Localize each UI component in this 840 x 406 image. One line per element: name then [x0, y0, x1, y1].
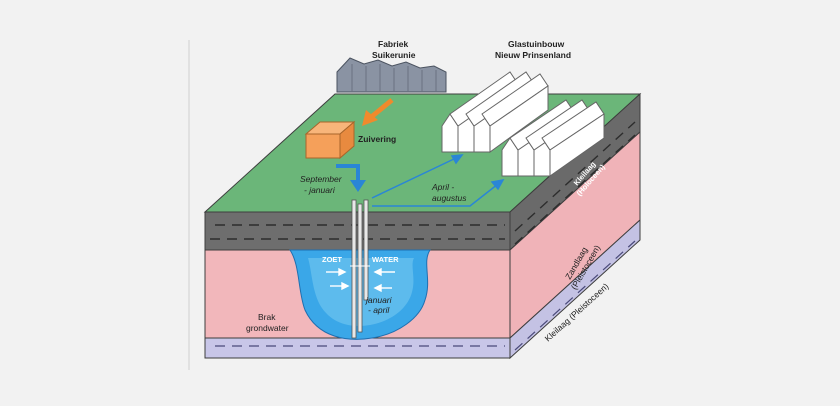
water-label: WATER	[372, 255, 399, 264]
svg-text:grondwater: grondwater	[246, 323, 289, 333]
january-label: januari - april	[365, 295, 393, 315]
front-clay-holocene	[204, 211, 511, 251]
lower-clay-dash-lines	[215, 240, 636, 351]
svg-text:Glastuinbouw: Glastuinbouw	[508, 39, 565, 49]
blue-up-arrows	[371, 154, 505, 207]
svg-text:- april: - april	[368, 305, 390, 315]
treatment-plant	[304, 120, 356, 160]
flow-arrows-white	[326, 267, 395, 293]
svg-text:April -: April -	[431, 182, 454, 192]
svg-text:Fabriek: Fabriek	[378, 39, 409, 49]
greenhouse-2	[501, 99, 605, 177]
treatment-label: Zuivering	[358, 134, 396, 144]
svg-text:augustus: augustus	[432, 193, 467, 203]
brackish-label: Brak grondwater	[246, 312, 289, 333]
front-clay-pleistocene	[204, 337, 511, 359]
blue-down-arrow	[336, 164, 366, 192]
april-label: April - augustus	[431, 182, 467, 203]
svg-text:Suikerunie: Suikerunie	[372, 50, 416, 60]
svg-text:Brak: Brak	[258, 312, 276, 322]
svg-text:Nieuw Prinsenland: Nieuw Prinsenland	[495, 50, 571, 60]
september-label: September - januari	[300, 174, 343, 195]
svg-text:januari: januari	[365, 295, 393, 305]
factory-label: Fabriek Suikerunie	[372, 39, 416, 60]
orange-inflow-arrow	[362, 98, 394, 126]
well-pipes	[350, 199, 370, 339]
svg-text:September: September	[300, 174, 343, 184]
fresh-label: ZOET	[322, 255, 342, 264]
factory-building	[336, 57, 447, 93]
greenhouse-label: Glastuinbouw Nieuw Prinsenland	[495, 39, 571, 60]
side-clay-pleistocene	[509, 218, 641, 360]
svg-text:- januari: - januari	[304, 185, 336, 195]
greenhouse-1	[441, 71, 549, 153]
